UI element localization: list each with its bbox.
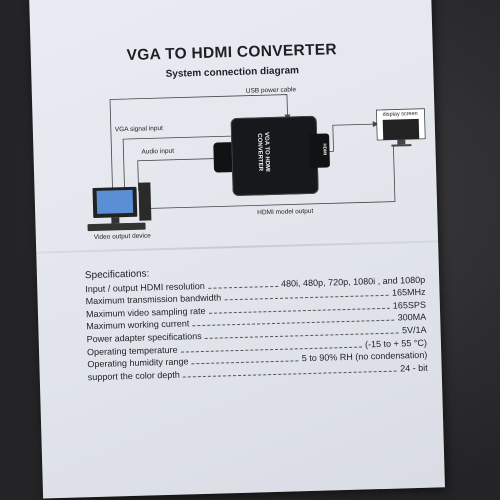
vga-cable-line	[122, 135, 232, 192]
spec-value: 300MA	[397, 312, 427, 323]
spec-value: 165MHz	[391, 286, 426, 298]
spec-leader	[191, 360, 299, 365]
vga-signal-input-label: VGA signal input	[114, 125, 164, 134]
usb-cable-line	[109, 94, 288, 192]
converter-device: VGA TO HDMI CONVERTER HDMI	[212, 105, 333, 200]
spec-value: 24 - bit	[399, 362, 428, 374]
spec-leader	[207, 285, 279, 289]
spec-value: 165SPS	[392, 299, 427, 311]
display-screen-label: display screen	[382, 110, 418, 118]
audio-input-label: Audio input	[141, 147, 175, 156]
display-screen-icon	[376, 108, 426, 147]
spec-value: (-15 to + 55 °C)	[364, 337, 428, 350]
converter-body	[230, 115, 319, 197]
computer-icon	[87, 182, 152, 232]
usb-power-cable-label: USB power cable	[245, 86, 297, 95]
display-arrow	[372, 121, 379, 128]
connection-diagram	[87, 94, 426, 232]
converter-print-line1: VGA TO HDMI	[262, 132, 271, 173]
instruction-sheet: VGA TO HDMI CONVERTER System connection …	[29, 0, 445, 499]
spec-leader	[182, 370, 398, 378]
spec-label: support the color depth	[87, 369, 180, 382]
hdmi-badge: HDMI	[322, 143, 328, 156]
converter-print: VGA TO HDMI CONVERTER	[247, 129, 270, 176]
spec-value: 5V/1A	[401, 324, 427, 336]
audio-cable-line	[137, 157, 234, 191]
converter-print-line2: CONVERTER	[256, 133, 264, 172]
specifications-section: Specifications: Input / output HDMI reso…	[85, 261, 428, 383]
